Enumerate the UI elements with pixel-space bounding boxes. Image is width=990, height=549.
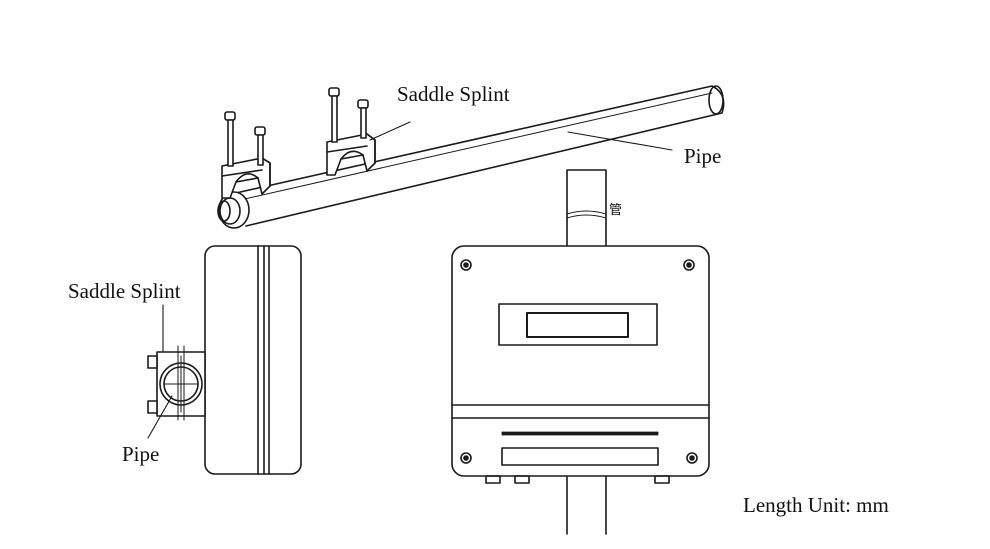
saddle-splint-clamp-2 [326, 87, 376, 176]
label-saddle-splint-top: Saddle Splint [397, 82, 510, 106]
saddle-splint-clamp-1 [221, 111, 271, 199]
leader-pipe-side [147, 395, 173, 439]
label-saddle-splint-side: Saddle Splint [68, 279, 181, 303]
label-pipe-side: Pipe [122, 442, 160, 466]
side-view-housing [204, 245, 302, 475]
label-pipe-top: Pipe [684, 144, 722, 168]
leader-pipe-top [567, 131, 673, 151]
front-view-pipe [566, 169, 607, 535]
label-pipe-glyph: 管 [609, 203, 623, 218]
leader-saddle-splint-top [369, 121, 411, 141]
front-view-housing [451, 245, 710, 484]
pipe-top-view [217, 85, 725, 229]
label-length-unit: Length Unit: mm [743, 493, 889, 517]
side-view-saddle-splint [147, 345, 206, 421]
